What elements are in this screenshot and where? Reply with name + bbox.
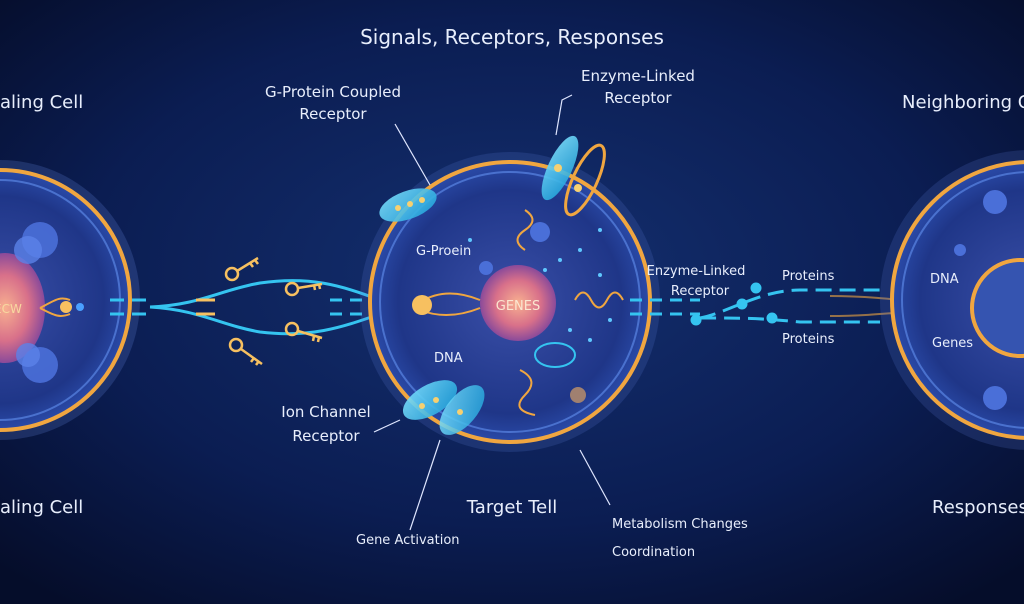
key-icon bbox=[284, 321, 323, 343]
diagram-title: Signals, Receptors, Responses bbox=[360, 25, 664, 49]
target-cell bbox=[360, 152, 660, 452]
ion-channel-label-line2: Receptor bbox=[292, 427, 360, 445]
proteins-bottom-label: Proteins bbox=[782, 332, 835, 347]
key-icon bbox=[284, 281, 323, 297]
signaling-cell-label-top: aling Cell bbox=[0, 92, 83, 113]
neighboring-cell-label: Neighboring Cu bbox=[902, 92, 1024, 113]
coordination-label: Coordination bbox=[612, 545, 695, 560]
metabolism-label: Metabolism Changes bbox=[612, 517, 748, 532]
target-cell-label: Target Tell bbox=[466, 497, 557, 518]
responses-label: Responses bbox=[932, 497, 1024, 518]
signal-keys bbox=[224, 256, 323, 366]
target-dna-label: DNA bbox=[434, 351, 463, 366]
enzyme-top-label-line2: Receptor bbox=[604, 89, 672, 107]
g-protein-label: G-Proein bbox=[416, 244, 471, 259]
signaling-cell bbox=[0, 160, 140, 440]
right-genes-label: Genes bbox=[932, 336, 973, 351]
enzyme-mid-label-line1: Enzyme-Linked bbox=[647, 264, 746, 279]
gpcr-receptor bbox=[379, 188, 437, 222]
callout-lines bbox=[373, 94, 611, 531]
key-icon bbox=[224, 256, 259, 282]
enzyme-linked-receptor bbox=[541, 135, 606, 217]
enzyme-mid-label-line2: Receptor bbox=[671, 284, 730, 299]
key-icon bbox=[228, 337, 263, 366]
ion-channel-label-line1: Ion Channel bbox=[281, 403, 370, 421]
right-dna-label: DNA bbox=[930, 272, 959, 287]
genes-nucleus-label: GENES bbox=[496, 299, 540, 314]
signaling-cell-label-bottom: aling Cell bbox=[0, 497, 83, 518]
gpcr-label-line2: Receptor bbox=[299, 105, 367, 123]
neighboring-cell bbox=[880, 150, 1024, 450]
nucleus bbox=[0, 253, 45, 363]
gpcr-label-line1: G-Protein Coupled bbox=[265, 83, 401, 101]
ion-channel-receptor bbox=[402, 380, 485, 435]
left-nucleus-text: ECW bbox=[0, 302, 22, 316]
enzyme-top-label-line1: Enzyme-Linked bbox=[581, 67, 695, 85]
signal-pathway-right bbox=[630, 282, 880, 326]
nucleus bbox=[480, 265, 556, 341]
gene-activation-label: Gene Activation bbox=[356, 533, 460, 548]
proteins-top-label: Proteins bbox=[782, 269, 835, 284]
